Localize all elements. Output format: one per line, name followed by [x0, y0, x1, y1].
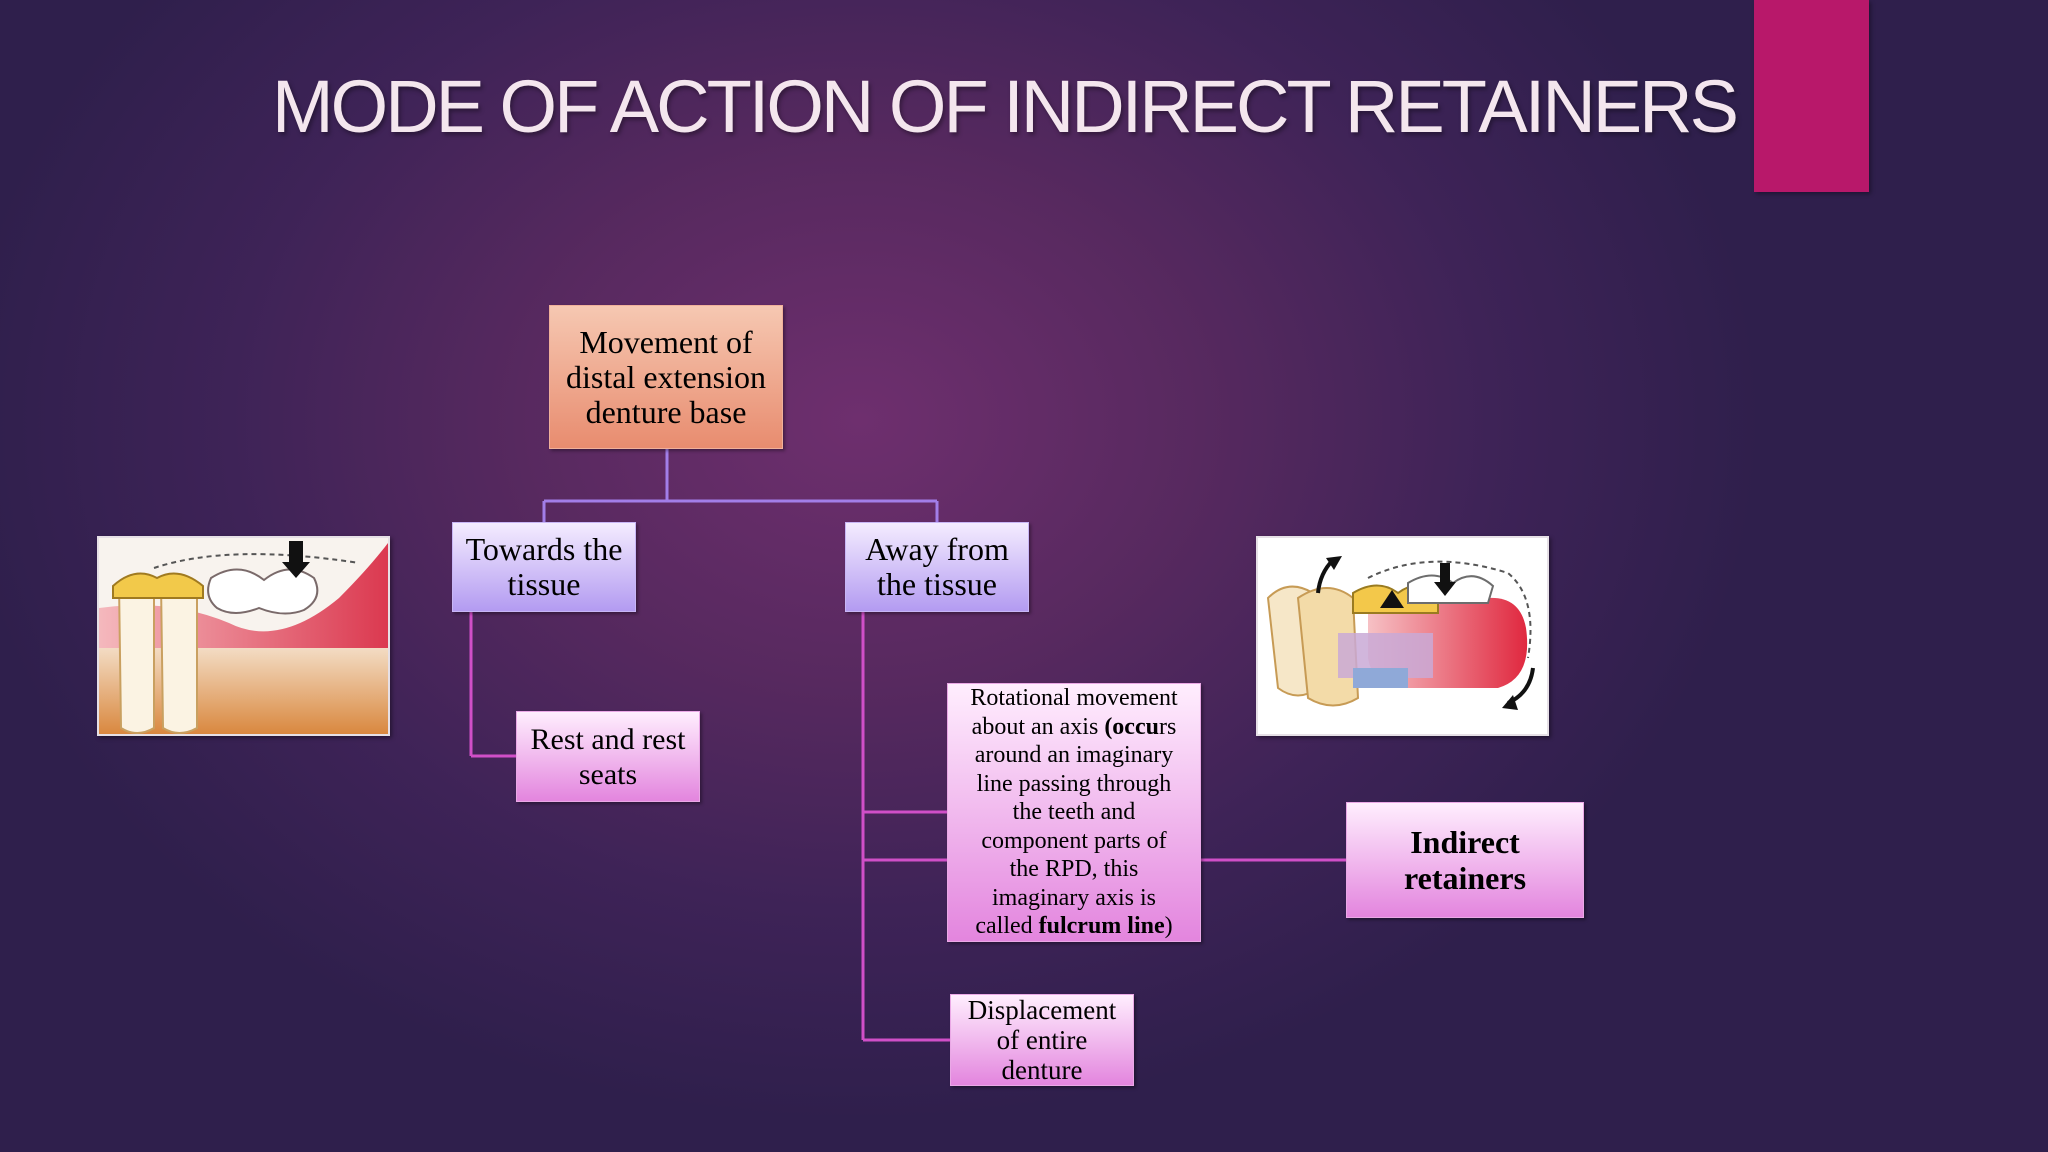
- node-line: the RPD, this: [1009, 856, 1139, 883]
- node-line: imaginary axis is: [992, 884, 1156, 911]
- node-text: called: [975, 913, 1039, 940]
- node-displacement-entire-denture: Displacement of entire denture: [950, 994, 1134, 1086]
- node-line: distal extension: [566, 358, 766, 395]
- connector-lower: [469, 612, 1346, 1042]
- accent-tab: [1754, 0, 1869, 192]
- node-line: Movement of: [579, 323, 753, 360]
- node-line: tissue: [507, 566, 581, 602]
- node-line: Towards the: [465, 531, 623, 567]
- node-line: Away from: [865, 531, 1009, 567]
- rotation-fulcrum-image: [1256, 536, 1549, 736]
- node-line: Rest and rest: [530, 722, 686, 756]
- tissue-ward-illustration: [99, 538, 388, 734]
- node-line: Rotational movement: [970, 685, 1178, 712]
- node-line: of entire: [996, 1025, 1088, 1055]
- node-movement-distal-extension: Movement of distal extension denture bas…: [549, 305, 783, 449]
- node-text: ): [1164, 913, 1173, 940]
- node-line: denture: [1001, 1055, 1083, 1085]
- slide-title: MODE OF ACTION OF INDIRECT RETAINERS: [272, 65, 1739, 148]
- node-rest-and-rest-seats: Rest and rest seats: [516, 711, 700, 802]
- connector-upper: [542, 449, 939, 522]
- node-line: the teeth and: [1012, 799, 1136, 826]
- node-line: seats: [578, 757, 638, 791]
- rotation-illustration: [1258, 538, 1547, 734]
- node-line: Indirect: [1410, 824, 1520, 860]
- node-towards-tissue: Towards the tissue: [452, 522, 636, 612]
- node-text-bold: fulcrum line: [1038, 913, 1165, 940]
- node-line: Displacement: [967, 995, 1117, 1025]
- node-away-from-tissue: Away from the tissue: [845, 522, 1029, 612]
- node-text: rs: [1158, 713, 1177, 740]
- node-line: line passing through: [976, 770, 1172, 797]
- node-line: around an imaginary: [974, 742, 1174, 769]
- node-line: the tissue: [877, 566, 997, 602]
- node-line: denture base: [585, 393, 747, 430]
- node-text-bold: (occu: [1104, 713, 1159, 740]
- node-line: component parts of: [981, 827, 1167, 854]
- node-text: about an axis: [971, 713, 1105, 740]
- node-rotational-movement: Rotational movement about an axis (occur…: [947, 683, 1201, 942]
- node-line: retainers: [1403, 860, 1527, 896]
- node-line: about an axis (occurs: [970, 713, 1177, 742]
- tissue-ward-movement-image: [97, 536, 390, 736]
- node-line: called fulcrum line): [970, 912, 1177, 941]
- node-indirect-retainers: Indirect retainers: [1346, 802, 1584, 918]
